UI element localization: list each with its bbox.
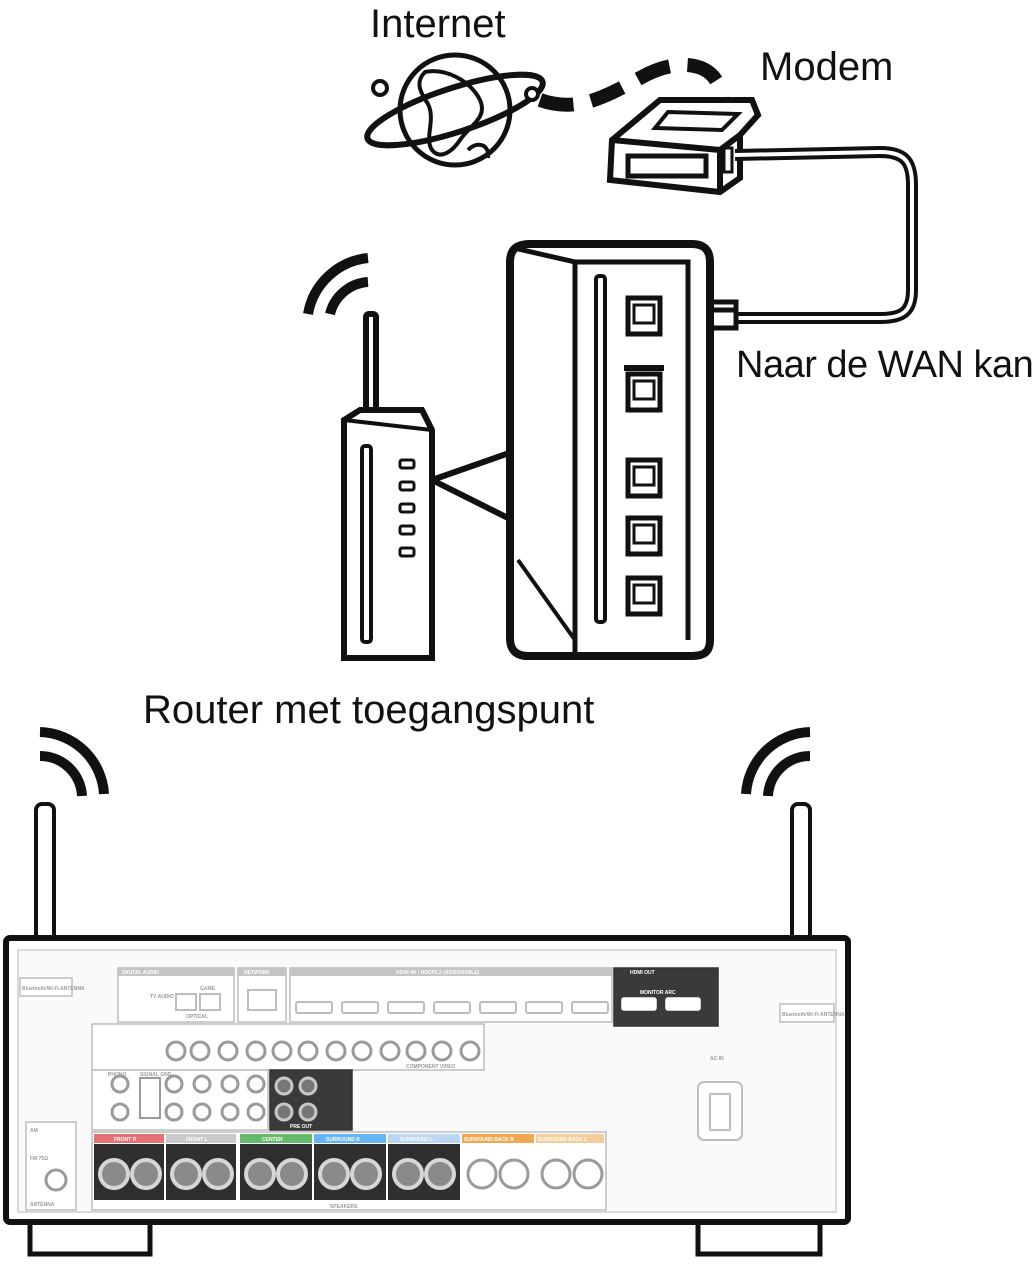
panel-label-antenna: ANTENNA xyxy=(30,1202,55,1208)
panel-label-surround-l: SURROUND L xyxy=(400,1137,433,1143)
panel-label-monitor-arc: MONITOR ARC xyxy=(640,990,676,996)
wan-cable xyxy=(734,145,918,324)
ethernet-port-lan-2-icon xyxy=(625,457,663,499)
router-label: Router met toegangspunt xyxy=(143,688,595,732)
panel-label-antenna-right: Bluetooth/Wi-Fi ANTENNA xyxy=(782,1012,845,1018)
panel-label-speakers: SPEAKERS xyxy=(330,1204,358,1210)
antenna-right-wifi-waves-icon xyxy=(741,727,811,797)
ethernet-port-lan-3-icon xyxy=(625,515,663,557)
panel-label-signal-gnd: SIGNAL GND xyxy=(140,1072,172,1078)
panel-label-hdmi-out: HDMI OUT xyxy=(630,970,655,976)
panel-label-surround-back-r: SURROUND BACK R xyxy=(464,1137,514,1143)
router-wifi-waves-icon xyxy=(303,253,369,316)
receiver-feet xyxy=(27,1220,823,1257)
rear-panel xyxy=(19,967,835,1211)
panel-label-digital-audio: DIGITAL AUDIO xyxy=(122,970,159,976)
router-detail-view xyxy=(506,240,714,660)
wan-side-label: Naar de WAN kant xyxy=(736,344,1032,386)
internet-link-line xyxy=(537,57,729,112)
modem-icon xyxy=(606,97,762,196)
panel-label-surround-r: SURROUND R xyxy=(326,1137,360,1143)
router-callout xyxy=(429,449,515,523)
internet-globe-icon xyxy=(364,52,546,168)
panel-label-game: GAME xyxy=(200,986,216,992)
ethernet-port-wan-icon xyxy=(625,295,663,337)
panel-label-center: CENTER xyxy=(262,1137,283,1143)
panel-label-front-r: FRONT R xyxy=(114,1137,137,1143)
panel-label-network: NETWORK xyxy=(244,970,270,976)
rear-panel-labels: DIGITAL AUDIO OPTICAL TV AUDIO GAME NETW… xyxy=(22,970,845,1210)
antenna-left-wifi-waves-icon xyxy=(39,727,109,797)
panel-label-hdmi: HDMI 4K / HDCP2.2 (ASSIGNABLE) xyxy=(396,970,480,976)
panel-label-surround-back-l: SURROUND BACK L xyxy=(538,1137,587,1143)
panel-label-optical: OPTICAL xyxy=(186,1014,208,1020)
panel-label-phono: PHONO xyxy=(108,1072,126,1078)
panel-label-front-l: FRONT L xyxy=(186,1137,208,1143)
internet-label: Internet xyxy=(370,2,506,46)
panel-label-antenna-left: Bluetooth/Wi-Fi ANTENNA xyxy=(22,986,85,992)
panel-label-fm: FM 75Ω xyxy=(30,1156,48,1162)
panel-label-component-video: COMPONENT VIDEO xyxy=(406,1064,456,1070)
ethernet-port-lan-1-icon xyxy=(625,371,663,413)
panel-label-tv-audio: TV AUDIO xyxy=(150,994,174,1000)
panel-label-ac-in: AC IN xyxy=(710,1056,724,1062)
panel-label-pre-out: PRE OUT xyxy=(290,1124,312,1130)
router-icon xyxy=(341,311,435,661)
ethernet-port-lan-4-icon xyxy=(625,575,663,617)
modem-label: Modem xyxy=(760,45,894,89)
panel-label-am: AM xyxy=(30,1128,38,1134)
